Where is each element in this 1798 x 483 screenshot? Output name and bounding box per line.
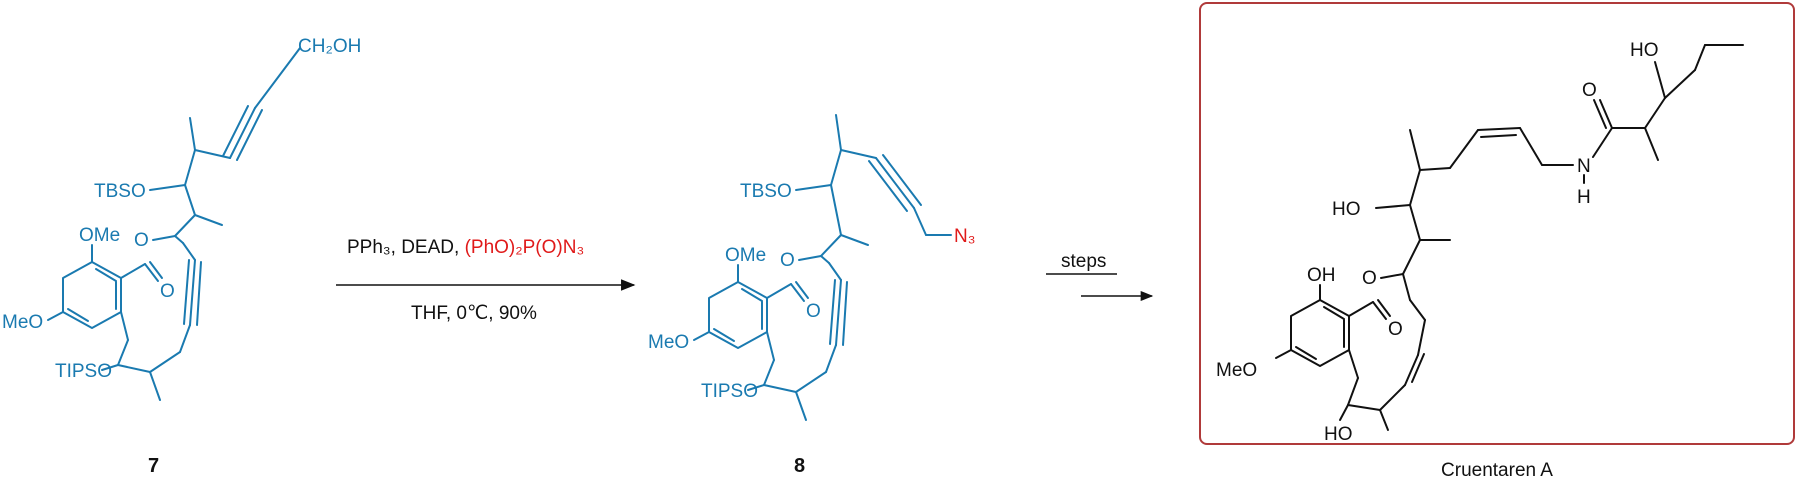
tipso-label: TIPSO <box>55 361 112 382</box>
compound-8: OMe MeO O O TIPSO TBSO N₃ 8 <box>648 114 975 477</box>
amide-h-label: H <box>1577 187 1591 208</box>
azide-label: N₃ <box>954 226 975 247</box>
tbso-label: TBSO <box>94 181 146 202</box>
cruentaren-a: OH MeO O O HO HO N <box>1216 40 1744 445</box>
ome-label: OMe <box>725 245 766 266</box>
conditions-bottom: THF, 0℃, 90% <box>411 303 537 324</box>
carbonyl-o-label: O <box>806 301 821 322</box>
conditions-top: PPh₃, DEAD, (PhO)₂P(O)N₃ <box>347 237 584 258</box>
carbonyl-o-label: O <box>1388 319 1403 340</box>
compound-7: OMe MeO O O TIPSO TBSO <box>2 36 361 477</box>
ch2oh-label: CH₂OH <box>298 36 361 57</box>
reaction-arrow-1: PPh₃, DEAD, (PhO)₂P(O)N₃ THF, 0℃, 90% <box>336 237 636 324</box>
ho-bottom-label: HO <box>1324 424 1353 445</box>
product-name: Cruentaren A <box>1441 460 1553 481</box>
compound-7-label: 7 <box>148 455 159 477</box>
ester-o-label: O <box>1362 268 1377 289</box>
phenol-oh-label: OH <box>1307 265 1336 286</box>
product-frame <box>1199 2 1795 445</box>
tipso-label: TIPSO <box>701 381 758 402</box>
ho-mid-label: HO <box>1332 199 1361 220</box>
ome-label: OMe <box>79 225 120 246</box>
meo-label: MeO <box>1216 360 1257 381</box>
ho-top-label: HO <box>1630 40 1659 61</box>
azide-reagent: (PhO)₂P(O)N₃ <box>465 237 585 258</box>
ester-o-label: O <box>134 230 149 251</box>
amide-n-label: N <box>1577 156 1591 177</box>
conditions-reagents: PPh₃, DEAD, <box>347 237 465 258</box>
compound-8-label: 8 <box>794 455 805 477</box>
reaction-arrow-2: steps <box>1046 251 1154 302</box>
ester-o-label: O <box>780 250 795 271</box>
tbso-label: TBSO <box>740 181 792 202</box>
steps-label: steps <box>1061 251 1106 272</box>
meo-label: MeO <box>2 312 43 333</box>
amide-o-label: O <box>1582 80 1597 101</box>
meo-label: MeO <box>648 332 689 353</box>
carbonyl-o-label: O <box>160 281 175 302</box>
